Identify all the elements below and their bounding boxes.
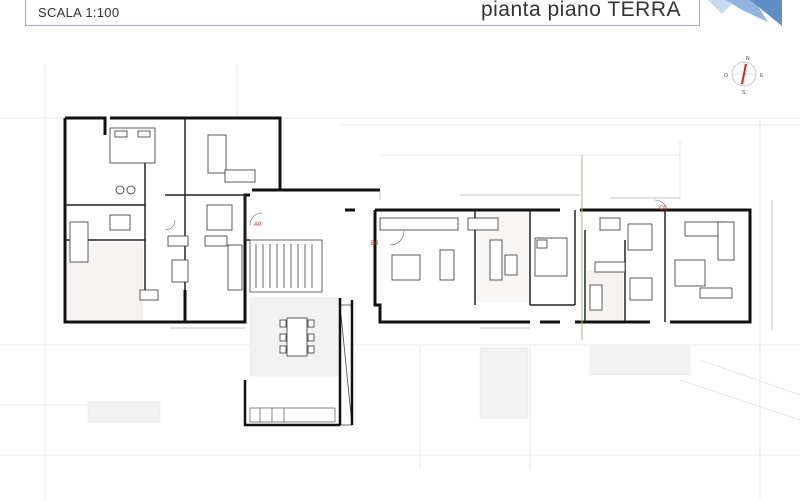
compass-east: E (760, 73, 764, 79)
annex-furniture (249, 407, 336, 423)
north-arrow (741, 64, 747, 84)
unit-label-b: B0 (371, 241, 379, 247)
interior-walls (65, 118, 666, 322)
compass-south: S (742, 90, 746, 96)
site-grid (0, 65, 800, 500)
compass-west: O (724, 73, 728, 79)
compass-icon: N E O S (724, 56, 764, 96)
logo-icon (708, 0, 782, 26)
door-swings (164, 199, 668, 246)
exterior-walls (63, 116, 752, 324)
stair-core (249, 239, 353, 426)
unit-a-furniture (69, 127, 256, 301)
plan-title: pianta piano TERRA (480, 0, 681, 21)
annex-walls (243, 298, 354, 427)
title-block: SCALA 1:100 pianta piano TERRA (25, 0, 700, 26)
unit-label-c: C0 (659, 206, 667, 212)
outdoor-table (279, 317, 315, 357)
paving-areas (87, 297, 691, 423)
unit-label-a: A0 (254, 222, 262, 228)
unit-b-furniture (379, 217, 568, 281)
unit-c-furniture (589, 217, 735, 311)
scale-label: SCALA 1:100 (38, 5, 120, 20)
compass-north: N (746, 56, 750, 62)
